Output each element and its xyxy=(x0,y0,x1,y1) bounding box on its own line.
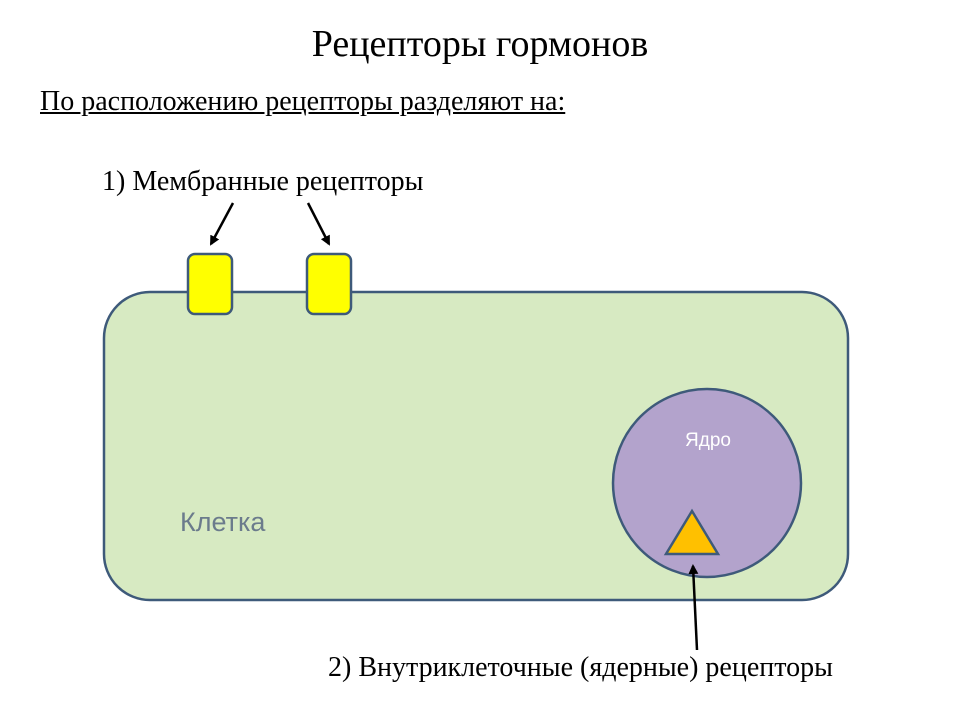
subtitle: По расположению рецепторы разделяют на: xyxy=(40,86,566,117)
arrow-to-nuclear-receptor xyxy=(688,564,699,651)
cell-label: Клетка xyxy=(180,507,266,537)
nucleus xyxy=(611,387,803,579)
nucleus-label: Ядро xyxy=(685,430,731,451)
arrow-to-membrane-receptor xyxy=(209,202,235,246)
arrow-to-membrane-receptor xyxy=(306,202,331,246)
membrane-receptor xyxy=(186,252,234,316)
page-title: Рецепторы гормонов xyxy=(311,23,649,65)
membrane-receptor xyxy=(305,252,353,316)
nuclear-receptor xyxy=(663,508,721,556)
intracellular-receptors-label: 2) Внутриклеточные (ядерные) рецепторы xyxy=(328,652,833,683)
membrane-receptors-label: 1) Мембранные рецепторы xyxy=(102,166,424,197)
